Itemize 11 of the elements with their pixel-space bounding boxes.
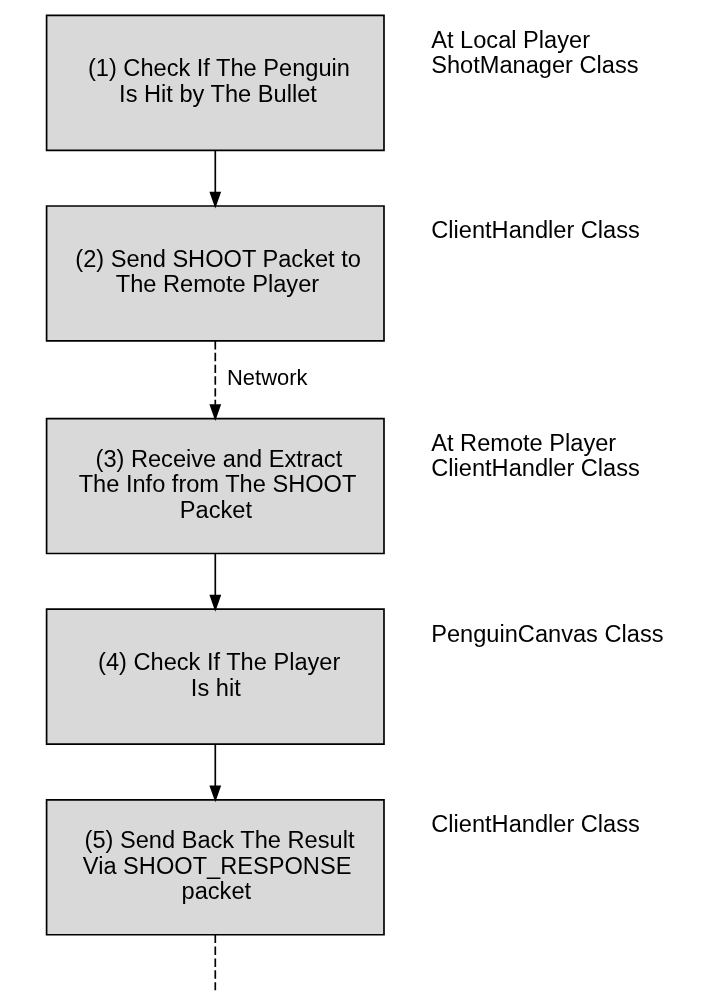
node-label: ClientHandler Class	[430, 217, 640, 244]
arrow	[208, 340, 221, 422]
node-label: ClientHandler Class	[430, 811, 640, 838]
edge-label: Network	[226, 365, 307, 391]
connector	[213, 933, 216, 992]
arrow	[208, 743, 221, 803]
arrow	[208, 149, 221, 209]
arrow	[208, 552, 221, 612]
node-label: At Remote Player ClientHandler Class	[430, 429, 640, 482]
node-label: PenguinCanvas Class	[430, 620, 664, 647]
node-label: At Local Player ShotManager Class	[430, 26, 639, 79]
